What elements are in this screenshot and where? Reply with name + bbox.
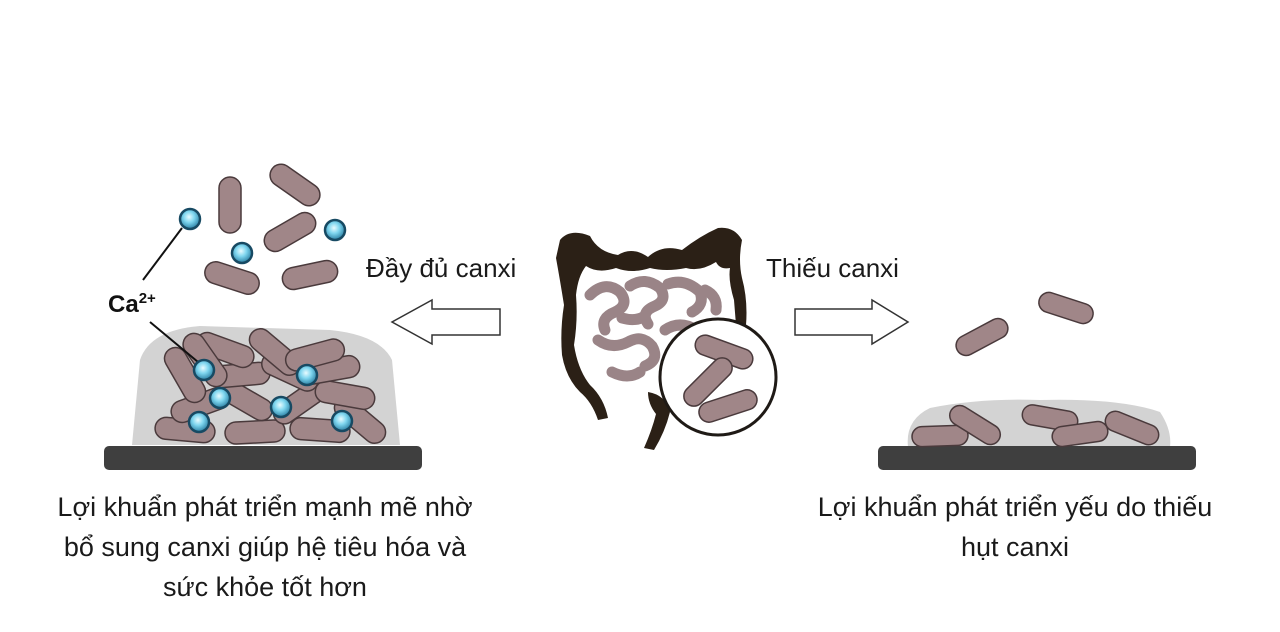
calcium-ion: [178, 207, 202, 231]
right-caption-line: Lợi khuẩn phát triển yếu do thiếu: [817, 492, 1213, 522]
left-caption: Lợi khuẩn phát triển mạnh mẽ nhờ bổ sung…: [10, 487, 520, 607]
bacterium: [284, 338, 346, 372]
calcium-ion: [323, 218, 347, 242]
bacterium: [269, 163, 321, 207]
bacterium: [263, 211, 317, 253]
calcium-ion: [295, 363, 319, 387]
bacterium: [224, 419, 286, 445]
left-surface: [104, 446, 422, 470]
intestine-icon: [556, 227, 778, 450]
left-bacteria-cluster: [154, 163, 387, 445]
left-caption-line: Lợi khuẩn phát triển mạnh mẽ nhờ: [57, 492, 473, 522]
bacterium: [1104, 410, 1160, 446]
bacterium: [911, 424, 969, 448]
right-surface: [878, 446, 1196, 470]
right-arrow-icon: [794, 298, 910, 346]
calcium-ion: [187, 410, 211, 434]
left-panel: [104, 163, 422, 470]
ion-pointer-line: [142, 227, 183, 281]
bacterium: [1038, 291, 1094, 325]
calcium-ion: [208, 386, 232, 410]
calcium-ion-label: Ca2+: [108, 290, 156, 319]
bacterium: [204, 260, 260, 296]
bacterium: [218, 176, 242, 234]
bacterium: [698, 389, 758, 423]
deficient-calcium-label: Thiếu canxi: [766, 253, 899, 283]
calcium-ion-charge: 2+: [138, 290, 156, 307]
large-intestine: [556, 227, 747, 420]
right-bacteria: [911, 291, 1160, 448]
magnifier-icon: [658, 317, 778, 437]
left-caption-line: sức khỏe tốt hơn: [163, 572, 367, 602]
right-panel: [878, 291, 1196, 470]
bacterium: [948, 404, 1002, 446]
right-caption-line: hụt canxi: [960, 532, 1070, 562]
sufficient-calcium-label: Đầy đủ canxi: [366, 253, 517, 283]
bacterium: [314, 379, 376, 411]
small-intestine: [584, 276, 722, 382]
left-arrow-icon: [390, 298, 501, 346]
left-caption-line: bổ sung canxi giúp hệ tiêu hóa và: [63, 532, 467, 562]
calcium-ion: [330, 409, 354, 433]
bacterium: [1021, 404, 1079, 432]
right-caption: Lợi khuẩn phát triển yếu do thiếu hụt ca…: [770, 487, 1260, 567]
calcium-ion: [269, 395, 293, 419]
calcium-ion-symbol: Ca: [108, 291, 139, 318]
rectum: [644, 392, 670, 450]
bacterium: [1051, 420, 1109, 448]
calcium-ions: [178, 207, 354, 434]
bacterium: [281, 259, 339, 291]
ion-pointer-line: [149, 321, 199, 363]
calcium-ion: [230, 241, 254, 265]
bacterium: [683, 357, 733, 407]
calcium-ion: [192, 358, 216, 382]
bacterium: [955, 317, 1009, 357]
